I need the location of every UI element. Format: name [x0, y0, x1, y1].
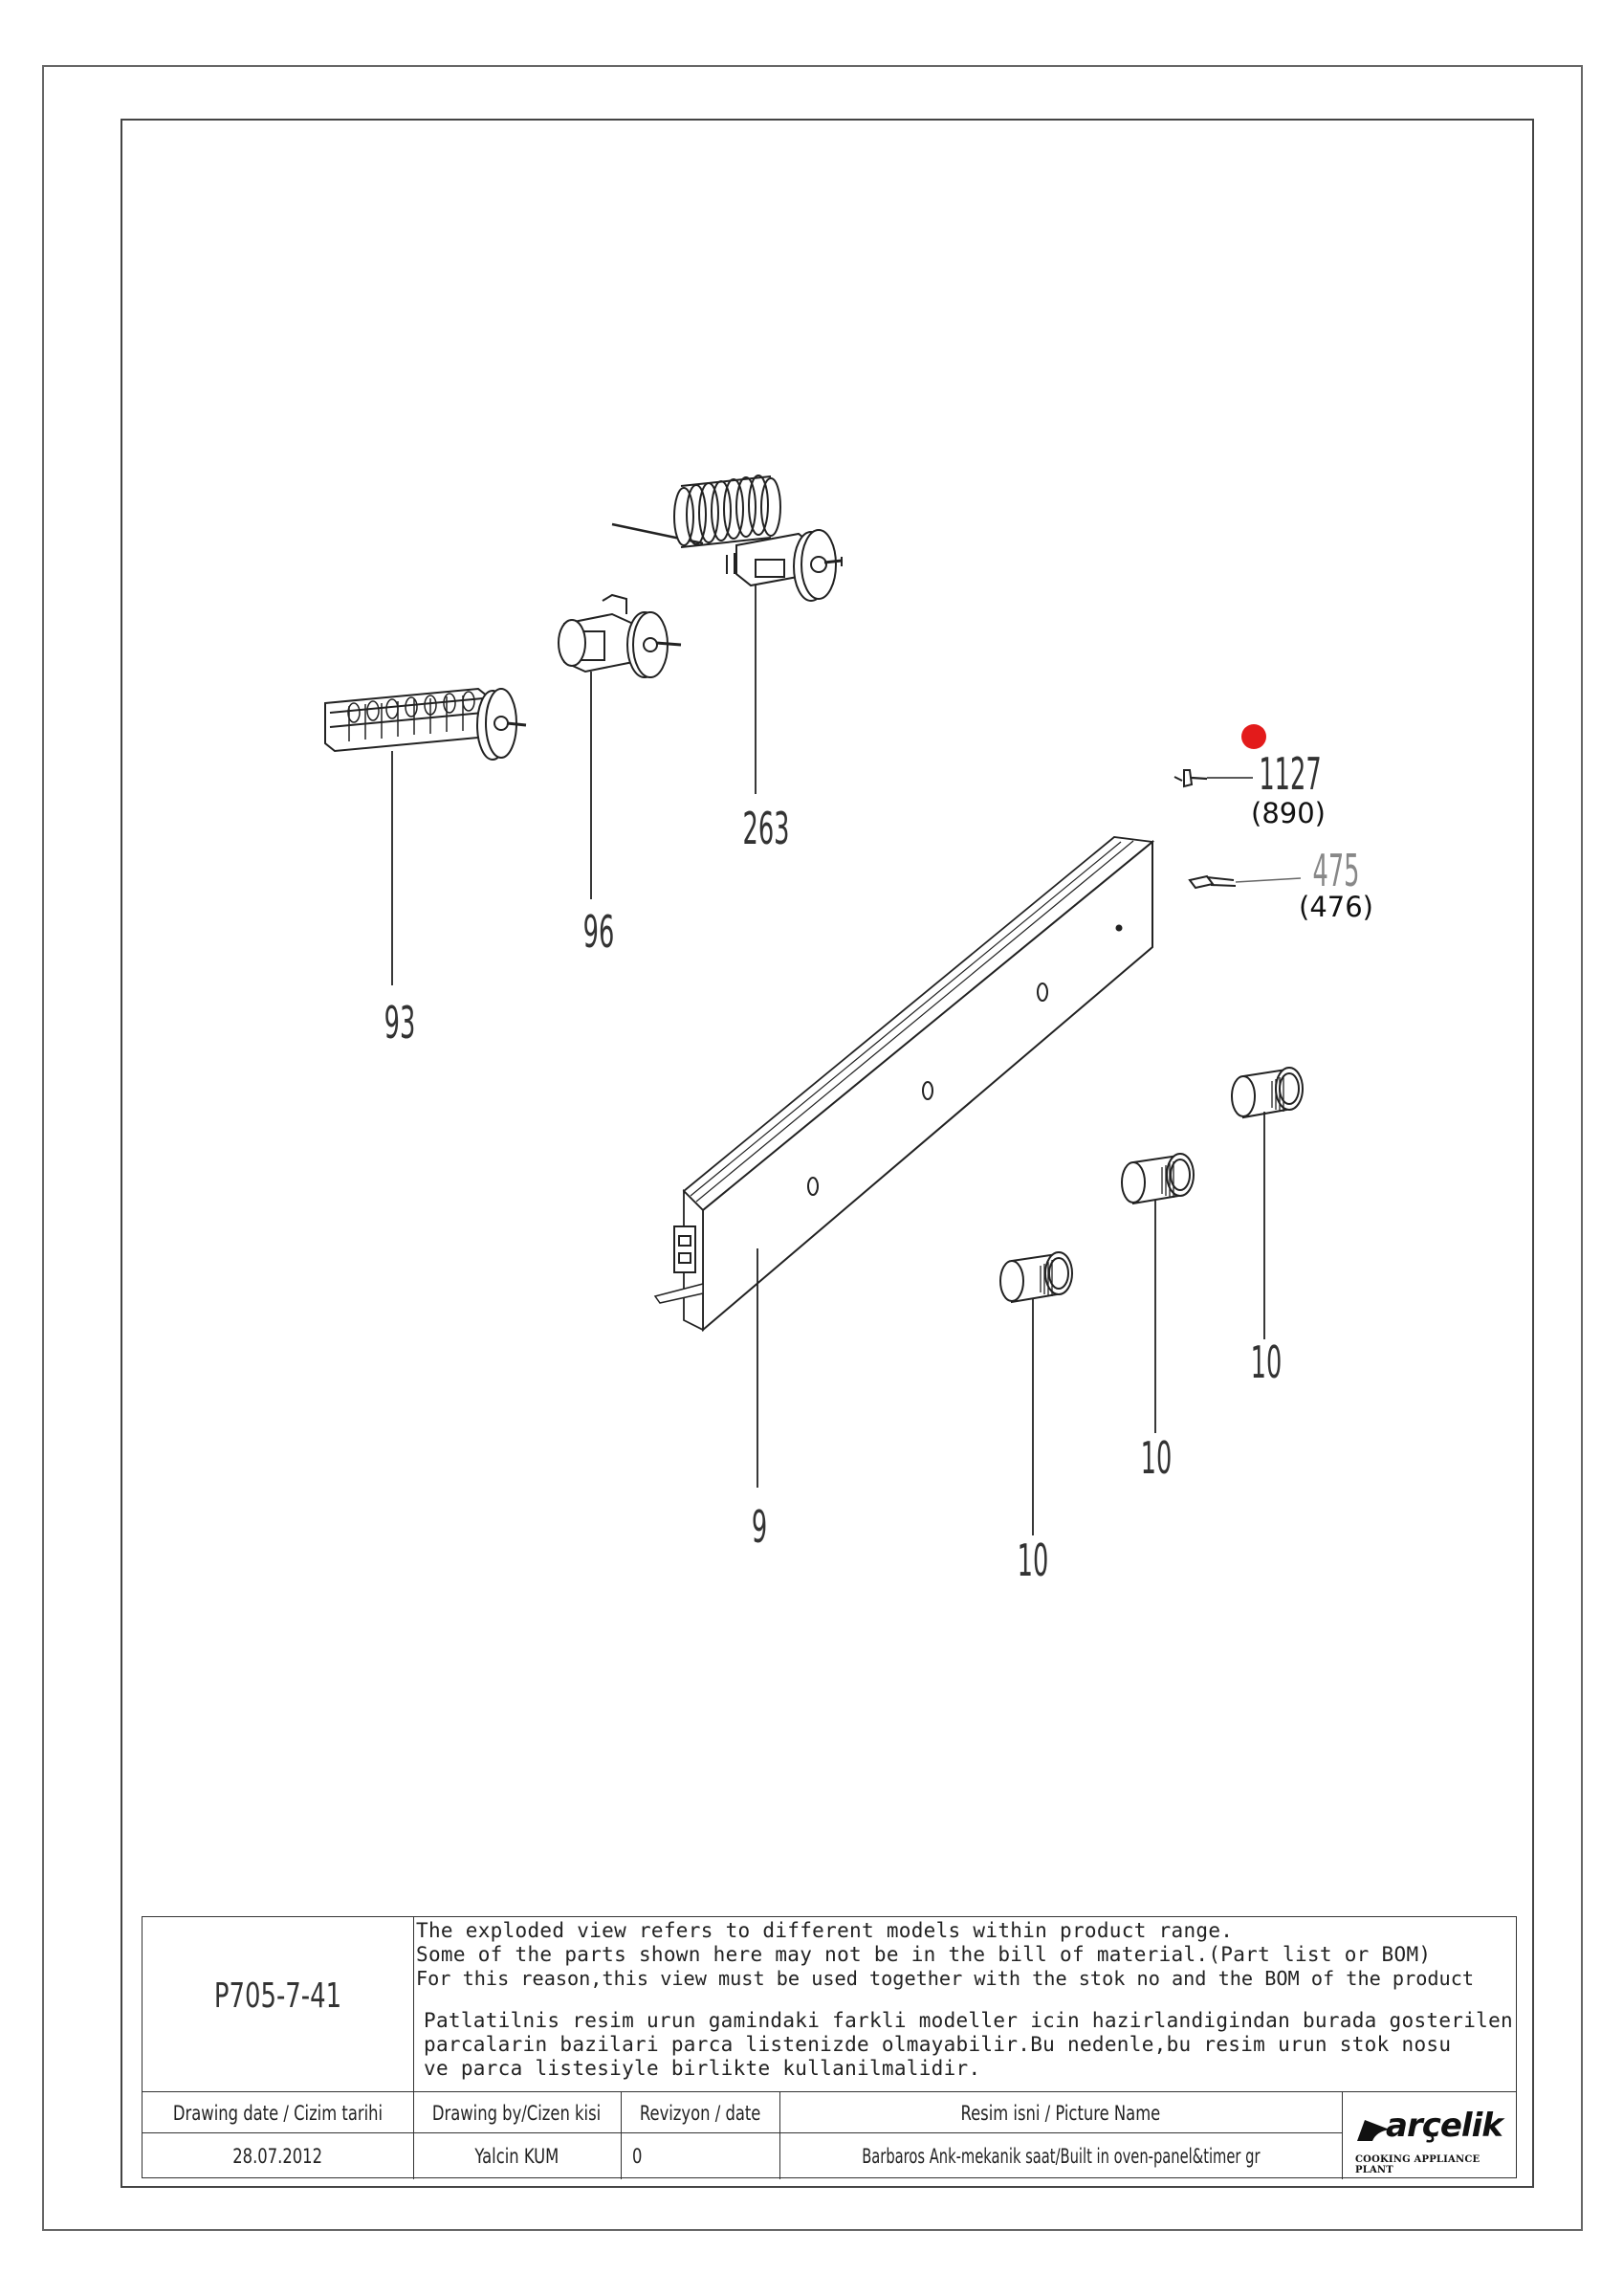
- part-263-motor-timer: [611, 475, 843, 602]
- header-drawing-date: Drawing date / Cizim tarihi: [172, 2101, 384, 2125]
- drawing-number: P705-7-41: [213, 1976, 342, 2016]
- callout-10-a: 10: [1251, 1337, 1283, 1389]
- header-revision: Revizyon / date: [639, 2101, 761, 2125]
- header-rev-cell: Revizyon / date: [621, 2093, 779, 2132]
- header-drawing-by: Drawing by/Cizen kisi: [432, 2101, 602, 2125]
- highlight-marker: [1241, 724, 1266, 749]
- callout-10-b: 10: [1141, 1433, 1173, 1485]
- logo-brand-text: arçelik: [1386, 2107, 1503, 2145]
- note-tr-2: parcalarin bazilari parca listenizde olm…: [424, 2033, 1452, 2056]
- callout-93: 93: [384, 998, 416, 1049]
- outer-border: [42, 65, 1583, 2231]
- value-drawing-date: 28.07.2012: [232, 2144, 323, 2168]
- callout-890: (890): [1251, 797, 1326, 829]
- header-picture-name: Resim isni / Picture Name: [960, 2101, 1161, 2125]
- value-by-cell: Yalcin KUM: [413, 2134, 621, 2177]
- callout-475: 475: [1313, 846, 1360, 897]
- tb-divider: [143, 2132, 1342, 2133]
- callout-96: 96: [583, 907, 615, 959]
- callout-476: (476): [1299, 891, 1373, 923]
- header-name-cell: Resim isni / Picture Name: [779, 2093, 1342, 2132]
- header-date-cell: Drawing date / Cizim tarihi: [143, 2093, 413, 2132]
- value-revision: 0: [632, 2144, 643, 2168]
- value-picture-name: Barbaros Ank-mekanik saat/Built in oven-…: [861, 2144, 1261, 2168]
- part-96-thermostat: [558, 593, 682, 678]
- inner-border: [121, 119, 1534, 2188]
- title-block: P705-7-41 The exploded view refers to di…: [142, 1916, 1517, 2179]
- callout-263: 263: [743, 804, 790, 855]
- part-10-knob-c: [999, 1251, 1073, 1304]
- value-rev-cell: 0: [621, 2134, 779, 2177]
- logo-swoosh-icon: [1357, 2120, 1390, 2141]
- tb-divider: [779, 2091, 780, 2179]
- tb-divider: [413, 1917, 414, 2179]
- leader-475: [1235, 877, 1302, 883]
- note-en-3: For this reason,this view must be used t…: [416, 1967, 1475, 1990]
- brand-logo: arçelik COOKING APPLIANCE PLANT: [1344, 2099, 1516, 2177]
- note-tr-1: Patlatilnis resim urun gamindaki farkli …: [424, 2009, 1513, 2032]
- value-drawing-by: Yalcin KUM: [474, 2144, 559, 2168]
- part-475-pin: [1188, 874, 1237, 890]
- part-1127-screw: [1173, 769, 1208, 788]
- part-9-control-panel: [653, 836, 1155, 1333]
- note-en-2: Some of the parts shown here may not be …: [416, 1943, 1432, 1966]
- callout-1127: 1127: [1259, 749, 1321, 801]
- tb-divider: [1342, 2091, 1343, 2179]
- part-10-knob-b: [1121, 1153, 1195, 1205]
- tb-divider: [143, 2091, 1516, 2092]
- part-93-selector-switch: [324, 687, 527, 761]
- note-tr-3: ve parca listesiyle birlikte kullanilmal…: [424, 2057, 981, 2080]
- note-en-1: The exploded view refers to different mo…: [416, 1919, 1234, 1942]
- callout-10-c: 10: [1018, 1535, 1049, 1587]
- value-date-cell: 28.07.2012: [143, 2134, 413, 2177]
- tb-divider: [621, 2091, 622, 2179]
- part-10-knob-a: [1231, 1067, 1304, 1119]
- callout-9: 9: [752, 1502, 767, 1554]
- value-name-cell: Barbaros Ank-mekanik saat/Built in oven-…: [779, 2134, 1342, 2177]
- header-by-cell: Drawing by/Cizen kisi: [413, 2093, 621, 2132]
- logo-subtitle: COOKING APPLIANCE PLANT: [1355, 2154, 1480, 2175]
